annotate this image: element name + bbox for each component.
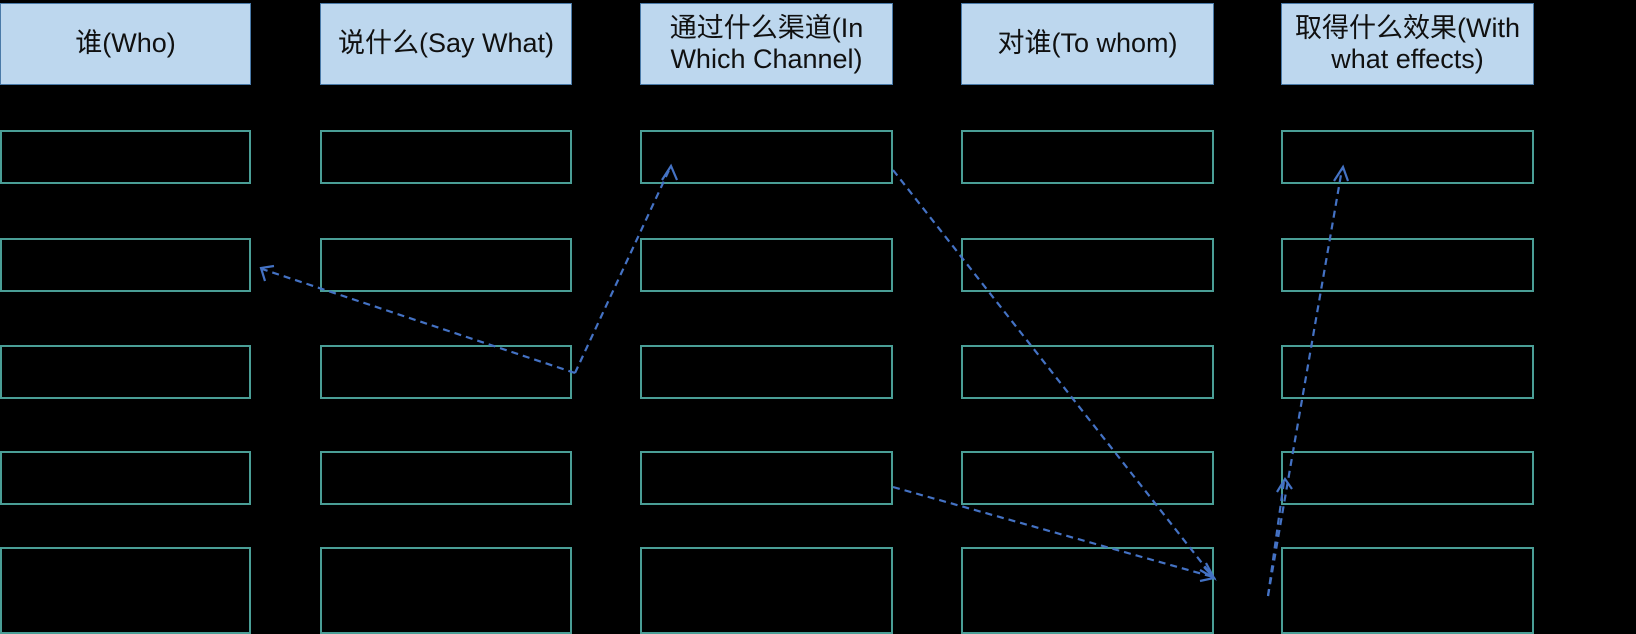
column-header-in-which-channel[interactable]: 通过什么渠道(In Which Channel) [640, 3, 893, 85]
arrowhead-icon [259, 264, 275, 282]
column-header-say-what-label: 说什么(Say What) [337, 28, 555, 59]
column-header-who-label: 谁(Who) [75, 28, 176, 59]
cell-with-what-effects-3[interactable] [1281, 345, 1534, 399]
cell-who-5[interactable] [0, 547, 251, 634]
cell-who-1[interactable] [0, 130, 251, 184]
cell-with-what-effects-4[interactable] [1281, 451, 1534, 505]
cell-in-which-channel-3[interactable] [640, 345, 893, 399]
cell-say-what-2[interactable] [320, 238, 572, 292]
cell-say-what-5[interactable] [320, 547, 572, 634]
cell-who-3[interactable] [0, 345, 251, 399]
column-header-in-which-channel-label: 通过什么渠道(In Which Channel) [669, 12, 864, 74]
cell-say-what-1[interactable] [320, 130, 572, 184]
cell-in-which-channel-5[interactable] [640, 547, 893, 634]
cell-in-which-channel-2[interactable] [640, 238, 893, 292]
column-header-to-whom-label: 对谁(To whom) [997, 28, 1178, 59]
cell-who-2[interactable] [0, 238, 251, 292]
cell-say-what-3[interactable] [320, 345, 572, 399]
column-header-with-what-effects[interactable]: 取得什么效果(With what effects) [1281, 3, 1534, 85]
column-header-say-what[interactable]: 说什么(Say What) [320, 3, 572, 85]
cell-in-which-channel-4[interactable] [640, 451, 893, 505]
cell-to-whom-5[interactable] [961, 547, 1214, 634]
column-header-with-what-effects-label: 取得什么效果(With what effects) [1295, 12, 1520, 74]
cell-to-whom-4[interactable] [961, 451, 1214, 505]
cell-say-what-4[interactable] [320, 451, 572, 505]
column-header-to-whom[interactable]: 对谁(To whom) [961, 3, 1214, 85]
cell-to-whom-1[interactable] [961, 130, 1214, 184]
cell-to-whom-2[interactable] [961, 238, 1214, 292]
cell-with-what-effects-1[interactable] [1281, 130, 1534, 184]
cell-with-what-effects-2[interactable] [1281, 238, 1534, 292]
column-header-who[interactable]: 谁(Who) [0, 3, 251, 85]
cell-with-what-effects-5[interactable] [1281, 547, 1534, 634]
cell-in-which-channel-1[interactable] [640, 130, 893, 184]
cell-to-whom-3[interactable] [961, 345, 1214, 399]
cell-who-4[interactable] [0, 451, 251, 505]
